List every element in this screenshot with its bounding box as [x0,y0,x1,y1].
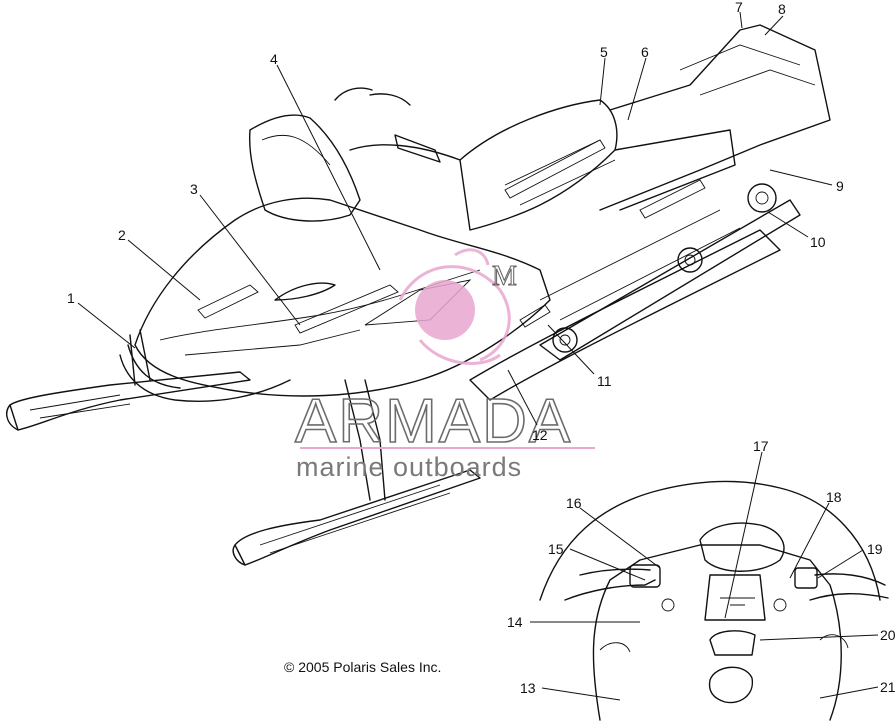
callout-10: 10 [810,234,826,250]
callout-15: 15 [548,541,564,557]
watermark-brand: ARMADA [295,387,572,456]
leader-lines [77,11,879,701]
callout-9: 9 [836,178,844,194]
callout-labels: 1 2 3 4 5 6 7 8 9 10 11 12 13 14 15 16 1… [67,0,896,696]
callout-6: 6 [641,44,649,60]
callout-3: 3 [190,181,198,197]
callout-12: 12 [532,427,548,443]
callout-11: 11 [597,373,612,389]
snowmobile-illustration [6,24,831,566]
console-inset-illustration [539,480,889,721]
watermark-tagline: marine outboards [296,452,522,482]
copyright-notice: © 2005 Polaris Sales Inc. [284,659,441,675]
callout-1: 1 [67,290,75,306]
callout-8: 8 [778,1,786,17]
callout-13: 13 [520,680,536,696]
callout-4: 4 [270,51,278,67]
callout-2: 2 [118,227,126,243]
logo-letter: M [492,261,517,292]
callout-20: 20 [880,627,896,643]
callout-7: 7 [735,0,743,15]
callout-19: 19 [867,541,883,557]
callout-14: 14 [507,614,523,630]
callout-21: 21 [880,679,896,695]
callout-17: 17 [753,438,769,454]
callout-5: 5 [600,44,608,60]
callout-18: 18 [826,489,842,505]
callout-16: 16 [566,495,582,511]
armada-logo-icon: M [398,248,518,365]
armada-watermark: M ARMADA marine outboards [294,248,595,482]
